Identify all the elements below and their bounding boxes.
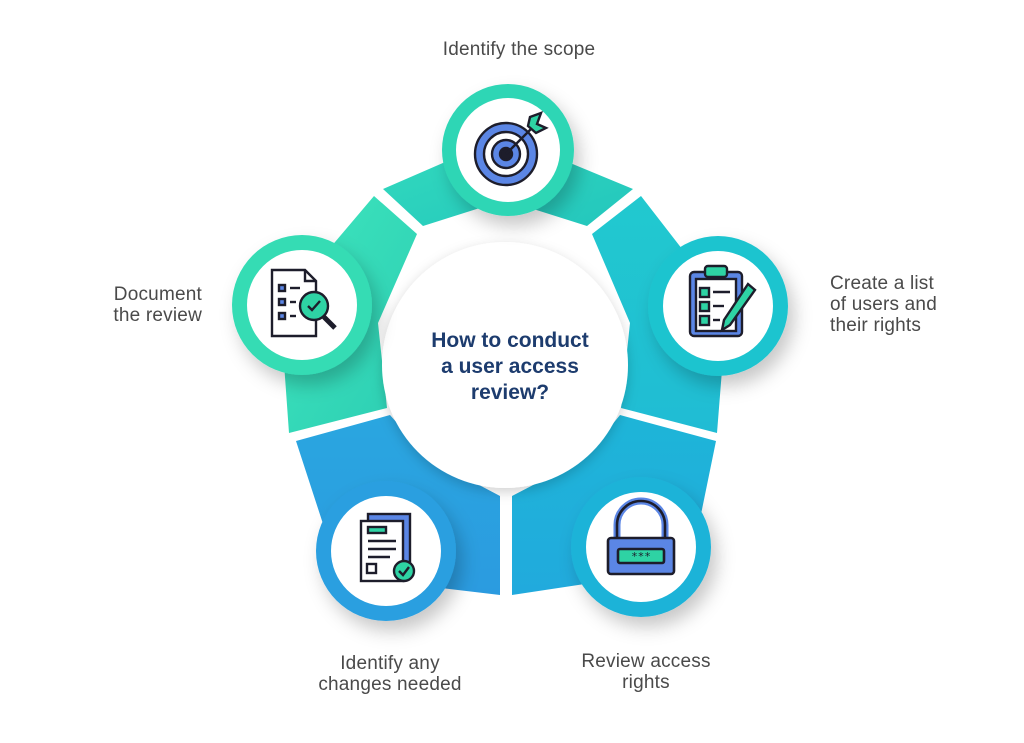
step-label-document-review: Document the review bbox=[113, 284, 202, 326]
step-label-review-rights: Review access rights bbox=[581, 651, 711, 693]
document-approved-icon bbox=[359, 512, 416, 583]
center-circle bbox=[382, 242, 628, 488]
step-node-4 bbox=[316, 481, 456, 621]
step-label-identify-scope: Identify the scope bbox=[442, 39, 596, 60]
step-node-2 bbox=[648, 236, 788, 376]
target-arrow-icon bbox=[473, 110, 549, 187]
diagram-center-title: How to conduct a user access review? bbox=[431, 329, 589, 404]
step-label-identify-changes: Identify any changes needed bbox=[318, 653, 462, 695]
step-label-create-list: Create a list of users and their rights bbox=[830, 273, 937, 336]
step-node-5 bbox=[232, 235, 372, 375]
step-node-3: *** bbox=[571, 477, 711, 617]
clipboard-checklist-icon bbox=[688, 264, 757, 338]
document-search-icon bbox=[270, 268, 337, 338]
svg-text:***: *** bbox=[631, 550, 651, 563]
padlock-password-icon: *** bbox=[606, 497, 676, 576]
step-node-1 bbox=[442, 84, 574, 216]
